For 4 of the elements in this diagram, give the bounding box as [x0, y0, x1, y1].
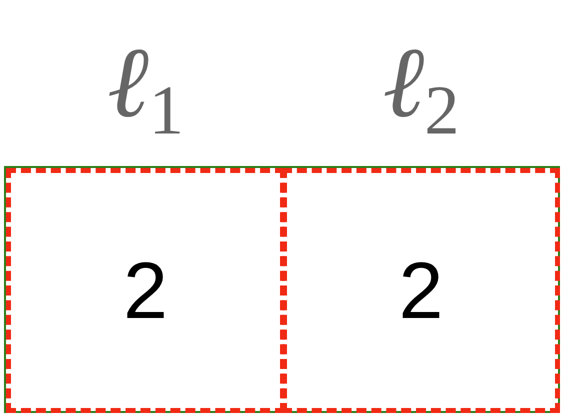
value-text: 2 — [398, 250, 444, 330]
variable-label: ℓ$_{1}$ — [106, 33, 185, 146]
variable-label: ℓ$_{2}$ — [382, 33, 460, 146]
value-text: 2 — [122, 250, 169, 330]
